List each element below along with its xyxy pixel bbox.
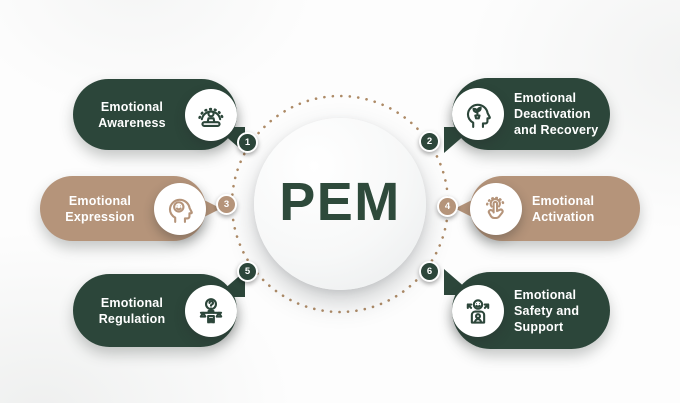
item-label: Emotional Regulation xyxy=(98,295,166,326)
head-smiley-icon xyxy=(154,182,206,235)
item-emotional-regulation: Emotional Regulation xyxy=(73,271,245,347)
support-person-icon xyxy=(452,284,504,337)
meditation-icon xyxy=(185,88,237,141)
tap-gesture-icon xyxy=(470,182,522,235)
head-sprout-icon xyxy=(452,88,504,140)
step-badge-3: 3 xyxy=(216,194,237,215)
item-label: Emotional Expression xyxy=(65,193,135,224)
item-emotional-activation: Emotional Activation xyxy=(455,176,640,241)
item-label: Emotional Deactivation and Recovery xyxy=(514,91,599,137)
center-title: PEM xyxy=(279,172,401,232)
step-badge-1: 1 xyxy=(237,132,258,153)
item-emotional-deactivation: Emotional Deactivation and Recovery xyxy=(444,78,610,153)
step-badge-5: 5 xyxy=(237,261,258,282)
item-label: Emotional Awareness xyxy=(98,99,166,130)
step-badge-6: 6 xyxy=(419,261,440,282)
item-emotional-safety: Emotional Safety and Support xyxy=(444,269,610,349)
center-circle: PEM xyxy=(254,118,426,290)
item-emotional-awareness: Emotional Awareness xyxy=(73,79,245,153)
balance-question-icon xyxy=(185,284,237,337)
item-label: Emotional Activation xyxy=(532,193,595,224)
step-badge-4: 4 xyxy=(437,196,458,217)
step-badge-2: 2 xyxy=(419,131,440,152)
item-emotional-expression: Emotional Expression xyxy=(40,176,221,241)
item-label: Emotional Safety and Support xyxy=(514,287,580,334)
